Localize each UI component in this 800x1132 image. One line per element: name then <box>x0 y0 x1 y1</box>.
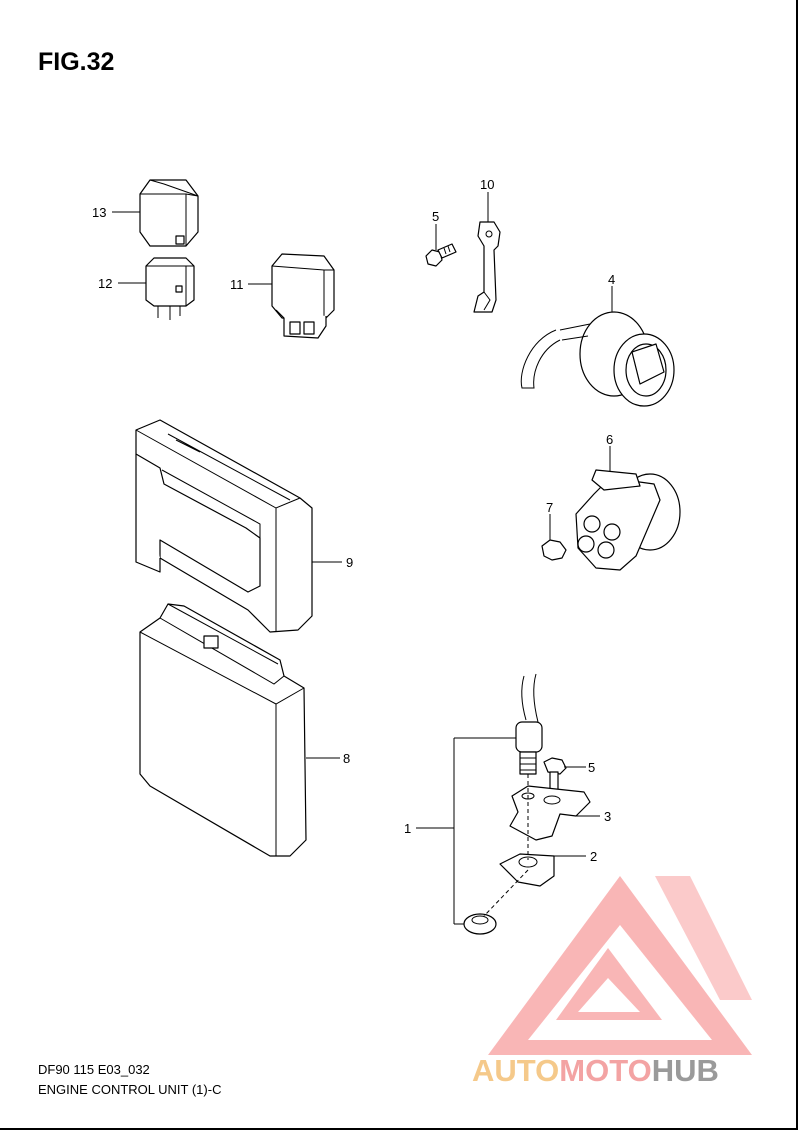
callout-10: 10 <box>480 177 494 192</box>
part-8-ecu[interactable] <box>139 603 307 857</box>
diagram-code: DF90 115 E03_032 <box>38 1062 150 1077</box>
part-1-grommet[interactable] <box>463 913 497 935</box>
callout-8: 8 <box>343 751 350 766</box>
part-10-strap[interactable] <box>473 221 501 313</box>
diagram-name: ENGINE CONTROL UNIT (1)-C <box>38 1082 222 1097</box>
callout-9: 9 <box>346 555 353 570</box>
part-7-cap[interactable] <box>541 539 567 561</box>
part-2-clamp[interactable] <box>499 853 555 887</box>
figure-title: FIG.32 <box>38 48 115 76</box>
watermark-hub: HUB <box>652 1053 719 1088</box>
part-6-connector[interactable] <box>575 469 681 571</box>
callout-3: 3 <box>604 809 611 824</box>
part-3-bracket[interactable] <box>509 785 591 841</box>
part-9-holder[interactable] <box>135 419 313 633</box>
callout-2: 2 <box>590 849 597 864</box>
part-11-relay[interactable] <box>271 253 335 339</box>
watermark-logo <box>488 876 752 1055</box>
callout-1: 1 <box>404 821 411 836</box>
watermark-moto: MOTO <box>559 1053 651 1088</box>
callout-labels: 13 12 11 5 10 4 6 7 9 8 5 3 2 1 <box>92 177 615 864</box>
watermark-auto: AUTO <box>472 1053 559 1088</box>
callout-11: 11 <box>230 277 244 292</box>
part-5-bolt-lower[interactable] <box>543 757 567 791</box>
callout-5-upper: 5 <box>432 209 439 224</box>
watermark-text: AUTOMOTOHUB <box>472 1053 719 1088</box>
callout-5-lower: 5 <box>588 760 595 775</box>
callout-6: 6 <box>606 432 613 447</box>
part-5-bolt-upper[interactable] <box>425 243 457 267</box>
callout-13: 13 <box>92 205 106 220</box>
callout-12: 12 <box>98 276 112 291</box>
part-13-relay[interactable] <box>139 179 199 247</box>
part-1-sensor[interactable] <box>515 673 543 775</box>
leader-lines <box>112 192 613 925</box>
part-4-connector[interactable] <box>520 311 675 407</box>
part-12-relay[interactable] <box>145 257 195 320</box>
callout-7: 7 <box>546 500 553 515</box>
callout-4: 4 <box>608 272 615 287</box>
